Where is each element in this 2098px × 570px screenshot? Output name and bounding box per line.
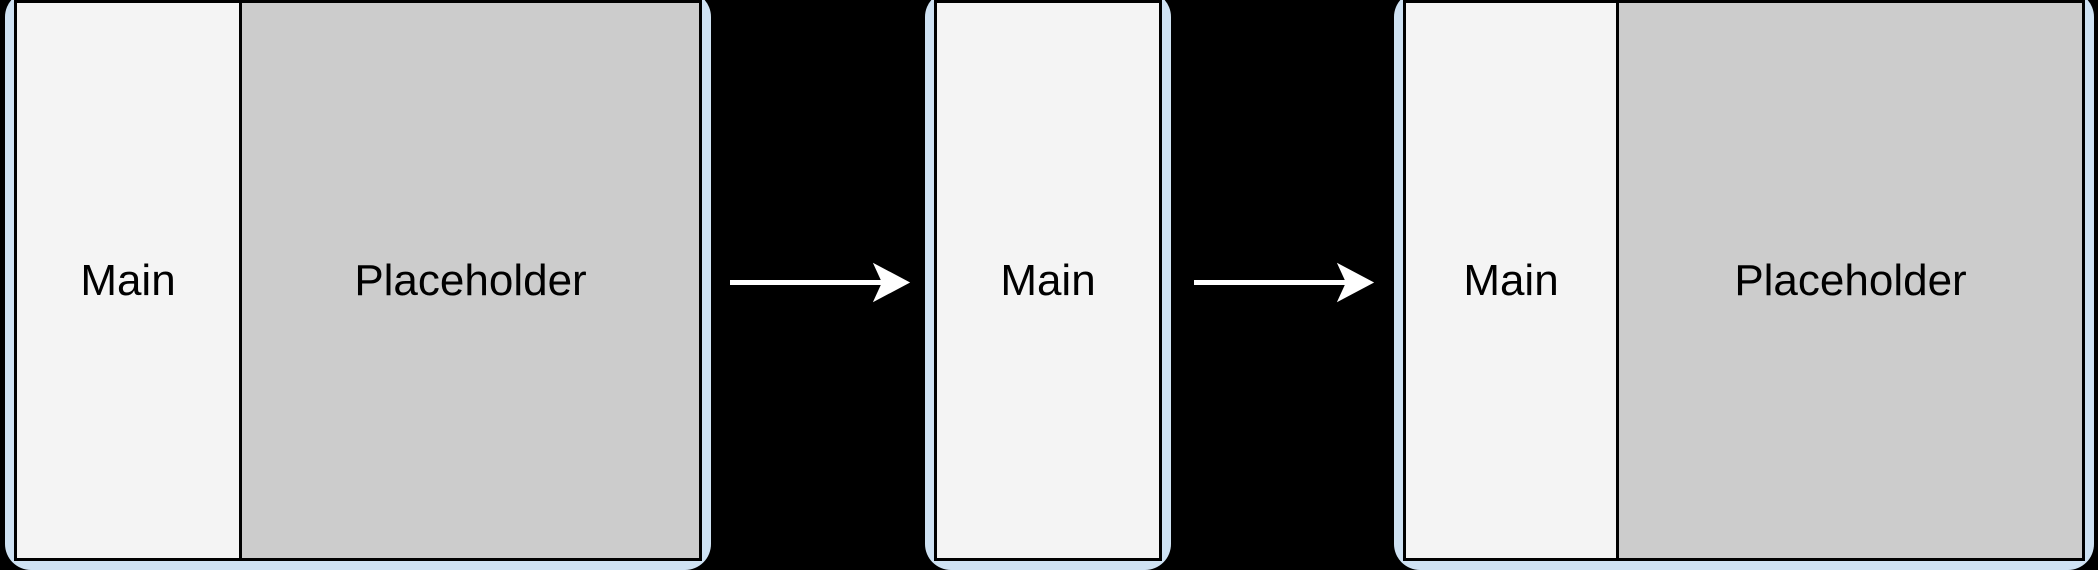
pane-main[interactable]: Main [17,3,239,558]
transition-arrow-2-icon [1194,262,1375,303]
window-body: Main Placeholder [1403,0,2085,561]
pane-main-label: Main [80,255,176,305]
pane-placeholder[interactable]: Placeholder [239,3,699,558]
pane-main[interactable]: Main [1406,3,1616,558]
pane-main-label: Main [1000,255,1096,305]
window-body: Main Placeholder [14,0,702,561]
window-body: Main [934,0,1162,561]
window-collapsed-view: Main [925,0,1171,570]
pane-placeholder-label: Placeholder [354,255,587,305]
pane-main[interactable]: Main [937,3,1159,558]
pane-placeholder-label: Placeholder [1734,255,1967,305]
transition-arrow-1-icon [730,262,911,303]
window-split-view-after: Main Placeholder [1394,0,2094,570]
pane-placeholder[interactable]: Placeholder [1616,3,2082,558]
pane-main-label: Main [1463,255,1559,305]
window-split-view-before: Main Placeholder [5,0,711,570]
arrow-head [1336,262,1375,303]
arrow-head [872,262,911,303]
